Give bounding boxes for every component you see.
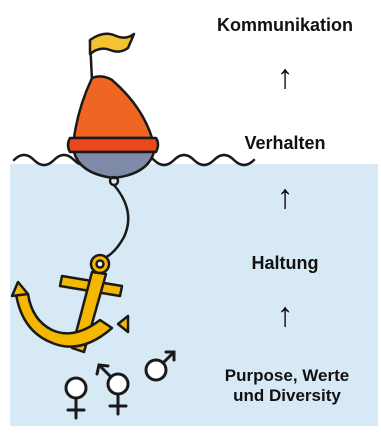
anchor-icon	[10, 253, 130, 354]
label-haltung: Haltung	[251, 253, 319, 273]
anchor-rope	[100, 183, 130, 261]
label-purpose-line2: und Diversity	[233, 386, 341, 406]
buoy-band	[66, 136, 160, 154]
label-verhalten: Verhalten	[244, 133, 326, 153]
buoy-icon	[66, 32, 160, 187]
arrow-up-2-icon: ↑	[276, 178, 294, 216]
flag-icon	[88, 32, 136, 56]
arrow-up-1-icon: ↑	[276, 58, 294, 96]
label-kommunikation: Kommunikation	[216, 15, 353, 35]
buoy-top	[72, 75, 154, 140]
gender-symbols-icon	[64, 350, 176, 420]
arrow-up-3-icon: ↑	[276, 296, 294, 334]
label-purpose: Purpose, Werte und Diversity	[196, 366, 378, 406]
label-purpose-line1: Purpose, Werte	[224, 366, 350, 385]
